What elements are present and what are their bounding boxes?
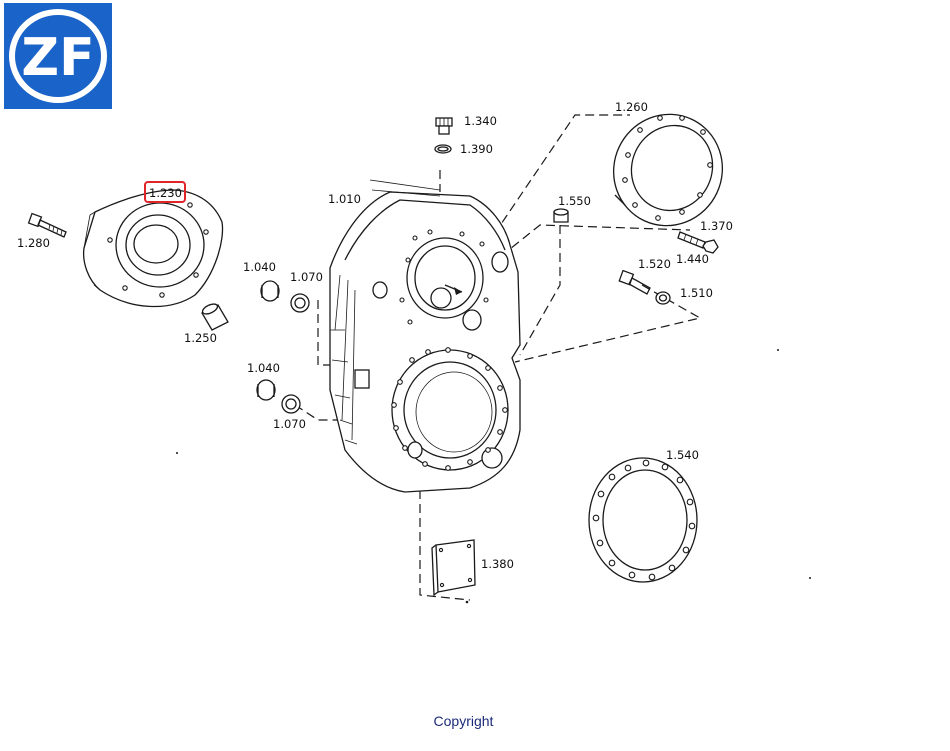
- part-1.040b-plug[interactable]: [256, 379, 276, 401]
- logo-background: [4, 3, 112, 109]
- zf-logo: ZF: [4, 3, 112, 109]
- label-1.550[interactable]: 1.550: [558, 194, 591, 208]
- copyright-link[interactable]: Copyright: [433, 713, 494, 729]
- part-1.260-cover[interactable]: [595, 96, 740, 243]
- part-1.340-plug[interactable]: [435, 117, 453, 135]
- part-1.070b-ring[interactable]: [281, 394, 301, 414]
- label-1.440[interactable]: 1.440: [676, 252, 709, 266]
- label-1.250[interactable]: 1.250: [184, 331, 217, 345]
- label-1.280[interactable]: 1.280: [17, 236, 50, 250]
- label-1.390[interactable]: 1.390: [460, 142, 493, 156]
- part-1.520-bolt[interactable]: [618, 269, 651, 295]
- logo-text: ZF: [21, 28, 94, 88]
- label-1.070a[interactable]: 1.070: [290, 270, 323, 284]
- part-1.540-gasket[interactable]: [588, 457, 698, 583]
- selected-part-highlight: [144, 181, 186, 203]
- part-1.040a-plug[interactable]: [260, 280, 280, 302]
- label-1.540[interactable]: 1.540: [666, 448, 699, 462]
- label-1.040a[interactable]: 1.040: [243, 260, 276, 274]
- label-1.380[interactable]: 1.380: [481, 557, 514, 571]
- label-1.070b[interactable]: 1.070: [273, 417, 306, 431]
- label-1.260[interactable]: 1.260: [615, 100, 648, 114]
- part-1.280-bolt[interactable]: [27, 212, 67, 238]
- part-1.250-dowel[interactable]: [201, 302, 229, 331]
- part-1.370-stud[interactable]: [677, 231, 706, 249]
- label-1.340[interactable]: 1.340: [464, 114, 497, 128]
- part-1.070a-ring[interactable]: [290, 293, 310, 313]
- scan-specks: [176, 349, 811, 604]
- part-1.230-cover[interactable]: [82, 189, 224, 308]
- part-1.440-nut[interactable]: [702, 239, 719, 254]
- part-1.550-sleeve[interactable]: [553, 208, 569, 223]
- housing-bolt-holes: [391, 229, 508, 471]
- label-1.370[interactable]: 1.370: [700, 219, 733, 233]
- label-1.040b[interactable]: 1.040: [247, 361, 280, 375]
- part-1.010-housing[interactable]: [329, 179, 521, 493]
- part-1.510-washer[interactable]: [655, 291, 671, 305]
- label-1.510[interactable]: 1.510: [680, 286, 713, 300]
- part-1.380-cover-plate[interactable]: [431, 539, 476, 597]
- logo-ring: [9, 9, 107, 103]
- label-1.010[interactable]: 1.010: [328, 192, 361, 206]
- part-labels: 1.230 1.280 1.250 1.040 1.070 1.040 1.07…: [17, 100, 733, 571]
- label-1.520[interactable]: 1.520: [638, 257, 671, 271]
- label-1.230[interactable]: 1.230: [149, 186, 182, 200]
